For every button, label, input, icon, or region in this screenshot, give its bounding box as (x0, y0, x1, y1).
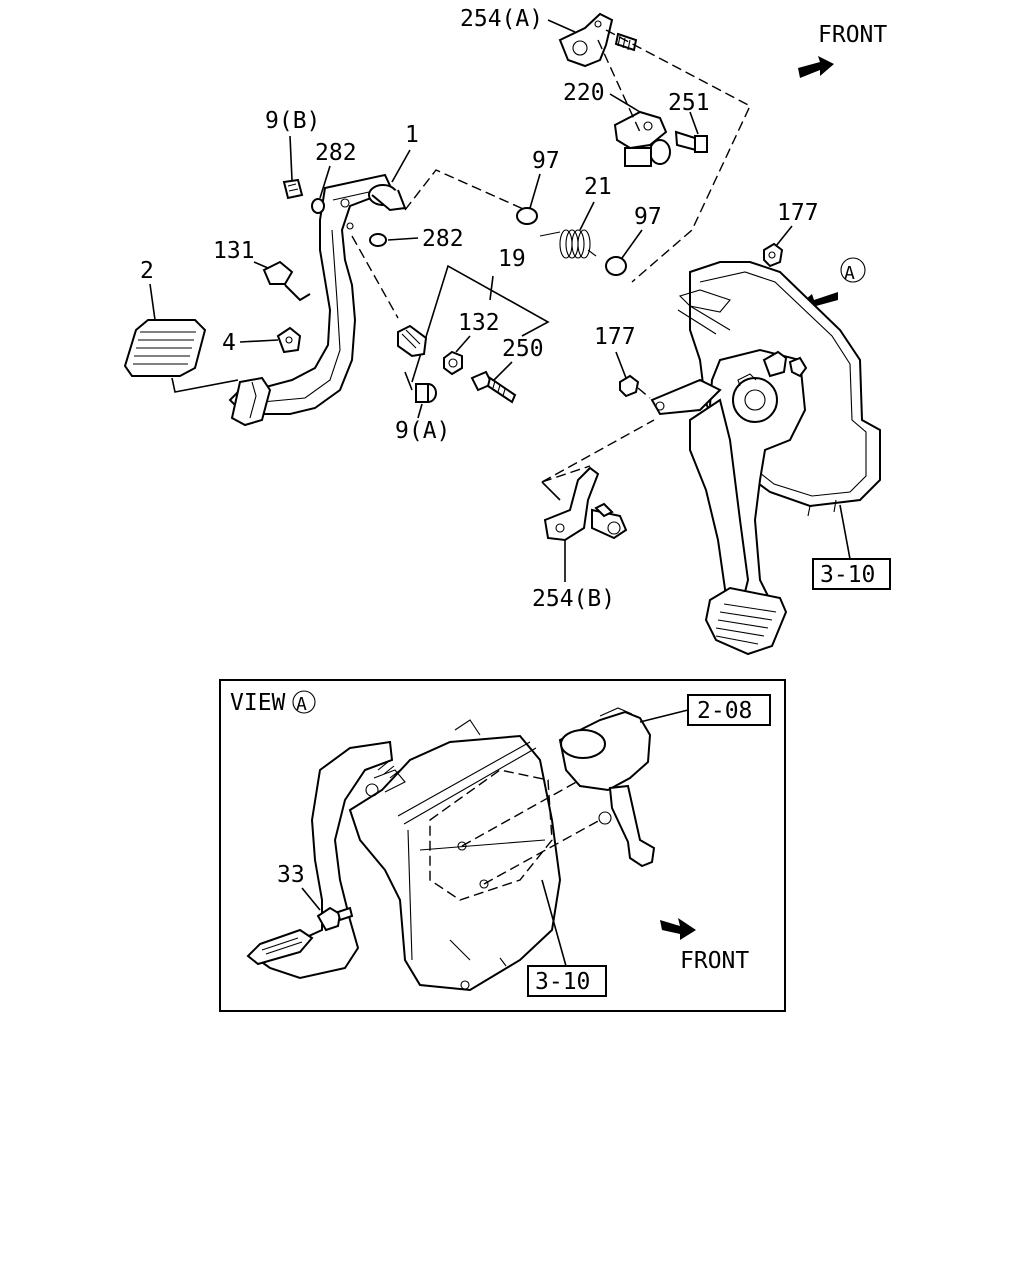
bolt-250 (470, 370, 517, 404)
spring-21 (539, 229, 597, 259)
callout-1: 1 (405, 122, 419, 148)
callout-97a: 97 (532, 148, 560, 174)
callout-9b: 9(B) (265, 108, 320, 134)
bushing-97a (516, 207, 538, 225)
bolt-251 (674, 130, 708, 153)
view-a-letter: A (844, 263, 855, 284)
pedal-lever (650, 378, 722, 416)
ref-2-08: 2-08 (697, 698, 752, 724)
callout-9a: 9(A) (395, 418, 450, 444)
clip-131 (262, 260, 311, 302)
brake-pedal-pad (704, 586, 788, 656)
callout-282b: 282 (422, 226, 464, 252)
front-label-top: FRONT (818, 22, 887, 48)
callout-132: 132 (458, 310, 500, 336)
callout-19: 19 (498, 246, 526, 272)
callout-177a: 177 (777, 200, 819, 226)
front-arrow-inset (660, 918, 696, 940)
nut-177b (619, 374, 640, 398)
stopper-4 (276, 326, 302, 354)
bushing-97b (605, 256, 627, 276)
clevis-19 (397, 324, 428, 358)
ref-3-10-inset: 3-10 (535, 969, 590, 995)
callout-131: 131 (213, 238, 255, 264)
brake-pedal-arm (689, 348, 808, 608)
ref-box-3-10-inset (527, 965, 607, 997)
clutch-pedal-1 (228, 173, 407, 427)
callout-250: 250 (502, 336, 544, 362)
pedal-pad-2 (123, 319, 207, 377)
pin-9a (415, 383, 437, 403)
nut-177a (763, 242, 784, 268)
callout-254a: 254(A) (460, 6, 543, 32)
front-arrow-top (798, 56, 834, 78)
callout-97b: 97 (634, 204, 662, 230)
nut-132 (443, 350, 463, 376)
callout-4: 4 (222, 330, 236, 356)
clip-9b (282, 178, 304, 200)
view-label-circle (292, 690, 316, 714)
view-label: VIEW (230, 690, 286, 716)
switch-220 (613, 110, 671, 167)
view-label-letter: A (296, 694, 307, 715)
callout-21: 21 (584, 174, 612, 200)
ref-box-3-10-top (812, 558, 891, 590)
ref-box-2-08 (687, 694, 771, 726)
washer-282b (369, 233, 387, 247)
bolt-33 (316, 906, 354, 932)
callout-254b: 254(B) (532, 586, 615, 612)
washer-282a (311, 198, 325, 214)
view-a-pedal-assembly (246, 707, 656, 992)
callout-2: 2 (140, 258, 154, 284)
callout-282a: 282 (315, 140, 357, 166)
callout-33: 33 (277, 862, 305, 888)
bracket-254b (543, 466, 628, 542)
front-label-inset: FRONT (680, 948, 749, 974)
callout-177b: 177 (594, 324, 636, 350)
ref-3-10-top: 3-10 (820, 562, 875, 588)
callout-251: 251 (668, 90, 710, 116)
callout-220: 220 (563, 80, 605, 106)
